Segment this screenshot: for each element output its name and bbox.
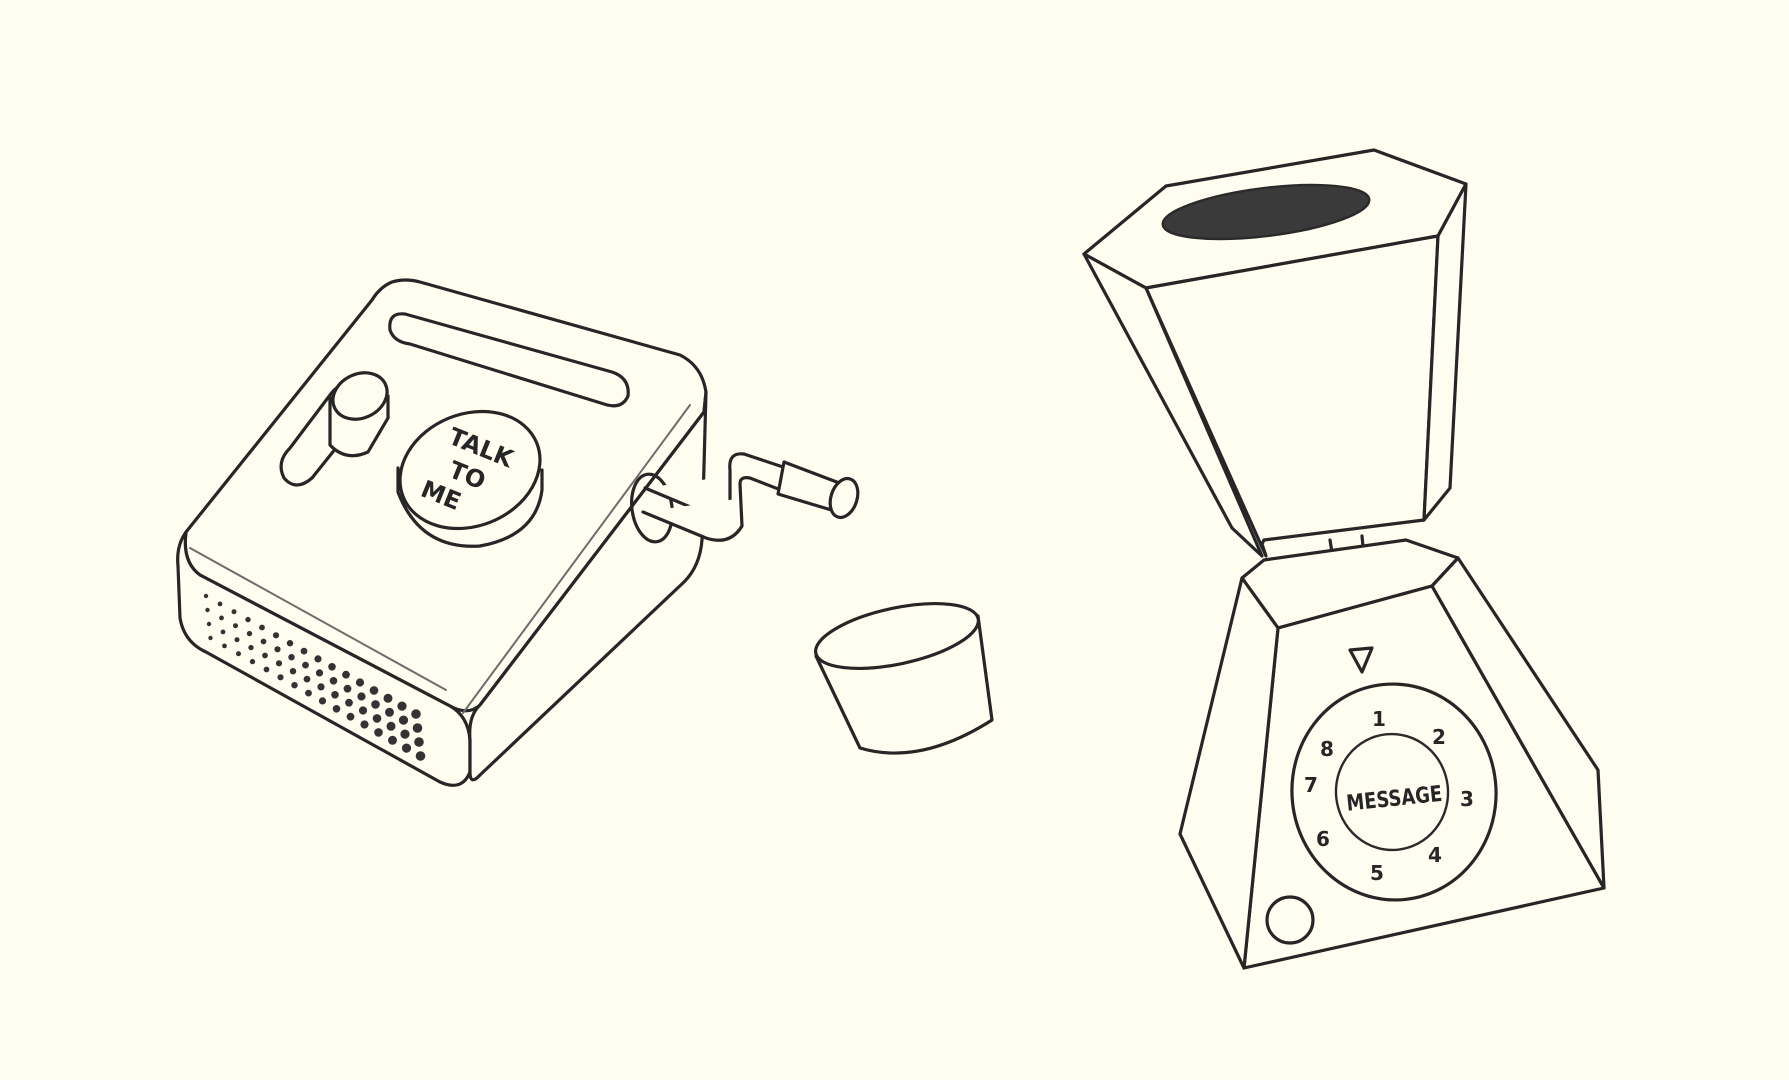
grille-dot — [415, 751, 426, 761]
grille-dot — [291, 682, 298, 689]
grille-dot — [343, 684, 352, 693]
grille-dot — [272, 632, 280, 639]
grille-dot — [411, 709, 421, 719]
grille-dot — [234, 637, 240, 643]
grille-dot — [314, 655, 322, 663]
grille-dot — [386, 721, 396, 731]
grille-dot — [345, 698, 353, 707]
grille-dot — [275, 660, 283, 667]
speaker-front-face — [176, 530, 472, 787]
grille-dot — [332, 705, 341, 713]
speaker-grille — [203, 593, 426, 761]
grille-dot — [203, 593, 209, 599]
grille-dot — [374, 728, 383, 737]
dial-pointer-icon — [1348, 646, 1374, 674]
grille-dot — [260, 638, 267, 645]
dial-number-8: 8 — [1320, 737, 1334, 761]
grille-dot — [401, 743, 412, 753]
grille-dot — [398, 715, 409, 725]
dial-number-5: 5 — [1370, 861, 1384, 885]
base-right-face — [1430, 556, 1606, 890]
dial-number-3: 3 — [1460, 787, 1474, 811]
dial-number-4: 4 — [1428, 843, 1442, 867]
grille-dot — [315, 669, 324, 677]
talk-to-me-button[interactable]: TALK TO ME — [382, 391, 557, 549]
grille-dot — [289, 668, 297, 675]
dial-number-2: 2 — [1432, 725, 1446, 749]
cup — [814, 602, 994, 755]
dial-number-6: 6 — [1316, 827, 1330, 851]
grille-dot — [355, 678, 365, 687]
grille-dot — [412, 723, 423, 733]
grille-dot — [360, 720, 369, 729]
grille-dot — [346, 712, 355, 721]
grille-dot — [303, 675, 311, 683]
grille-dot — [205, 607, 210, 613]
hand-crank[interactable] — [641, 452, 863, 542]
grille-dot — [328, 663, 336, 671]
grille-dot — [259, 624, 265, 631]
grille-dot — [245, 616, 251, 623]
top-slot — [388, 312, 630, 408]
grille-dot — [222, 643, 227, 649]
grille-dot — [249, 658, 256, 665]
dial-number-1: 1 — [1372, 707, 1386, 731]
base-left-face — [1178, 576, 1280, 970]
dial-number-7: 7 — [1304, 773, 1318, 797]
grille-dot — [246, 630, 253, 637]
grille-dot — [219, 615, 224, 621]
grille-dot — [388, 735, 397, 745]
grille-dot — [331, 691, 339, 699]
crank-socket — [630, 472, 674, 544]
grille-dot — [277, 674, 284, 681]
grille-dot — [400, 729, 410, 739]
grille-dot — [206, 621, 212, 627]
grille-dot — [231, 609, 237, 615]
speaker-edge-highlight — [189, 404, 691, 714]
grille-dot — [233, 623, 238, 629]
grille-dot — [329, 677, 338, 685]
grille-dot — [274, 646, 281, 653]
grille-dot — [302, 661, 309, 669]
funnel-message-device: MESSAGE 1 2 3 4 5 6 7 8 — [1082, 148, 1606, 970]
grille-dot — [263, 666, 270, 673]
funnel-left-face — [1082, 252, 1264, 558]
grille-dot — [369, 686, 379, 695]
grille-dot — [217, 601, 223, 607]
grille-dot — [305, 689, 312, 697]
grille-dot — [286, 640, 294, 647]
grille-dot — [372, 714, 382, 723]
grille-dot — [342, 670, 350, 679]
funnel-right-face — [1422, 182, 1468, 522]
grille-dot — [371, 700, 380, 709]
grille-dot — [220, 629, 226, 635]
grille-dot — [208, 635, 213, 641]
grille-dot — [357, 692, 366, 701]
grille-dot — [236, 651, 241, 657]
grille-dot — [288, 654, 295, 661]
grille-dot — [358, 706, 368, 715]
grille-dot — [383, 693, 393, 703]
grille-dot — [318, 697, 327, 705]
grille-dot — [317, 683, 325, 691]
message-dial[interactable]: MESSAGE 1 2 3 4 5 6 7 8 — [1281, 674, 1506, 910]
funnel-opening — [1162, 185, 1370, 239]
slider-knob[interactable] — [325, 364, 394, 458]
grille-dot — [262, 652, 268, 659]
grille-dot — [300, 647, 308, 655]
crank-speaker-device: TALK TO ME — [176, 278, 863, 787]
grille-dot — [414, 737, 424, 747]
grille-dot — [248, 644, 254, 651]
grille-dot — [385, 707, 394, 717]
grille-dot — [397, 701, 407, 711]
small-round-button[interactable] — [1265, 895, 1315, 945]
